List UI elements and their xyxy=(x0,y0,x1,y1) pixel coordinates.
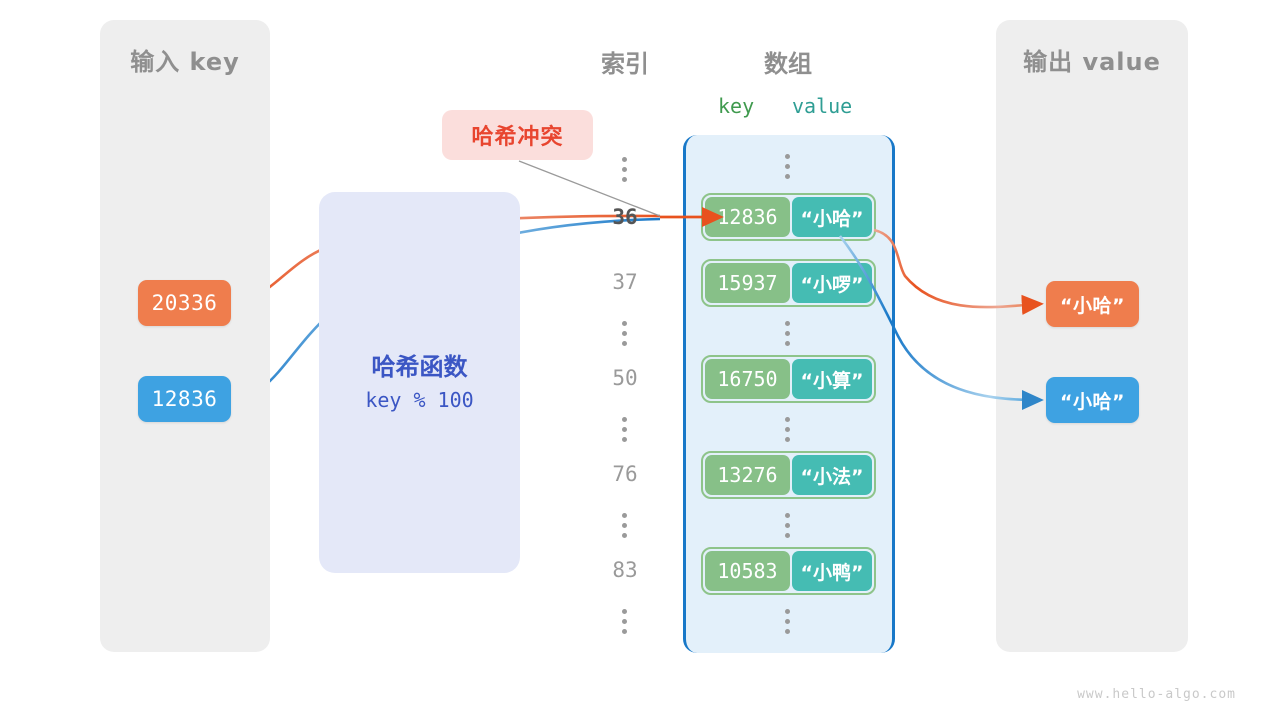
array-ellipsis-4 xyxy=(785,513,790,538)
input-key-chip-12836[interactable]: 12836 xyxy=(138,376,231,422)
watermark: www.hello-algo.com xyxy=(1077,687,1236,702)
bucket-key: 15937 xyxy=(705,263,790,303)
bucket-value: “小鸭” xyxy=(791,551,872,591)
index-label-83: 83 xyxy=(612,558,638,582)
bucket-key: 10583 xyxy=(705,551,790,591)
hash-collision-callout: 哈希冲突 xyxy=(442,110,593,160)
bucket-key: 13276 xyxy=(705,455,790,495)
output-panel-title: 输出 value xyxy=(1023,48,1161,76)
value-sub-heading: value xyxy=(792,94,853,118)
output-value-chip-blue[interactable]: “小哈” xyxy=(1046,377,1139,423)
index-label-76: 76 xyxy=(612,462,638,486)
array-ellipsis-3 xyxy=(785,417,790,442)
input-key-chip-20336[interactable]: 20336 xyxy=(138,280,231,326)
index-ellipsis-3 xyxy=(622,417,627,442)
key-sub-heading: key xyxy=(718,94,755,118)
array-column-heading: 数组 xyxy=(764,50,812,78)
array-ellipsis-top xyxy=(785,154,790,179)
bucket-row[interactable]: 10583 “小鸭” xyxy=(701,547,876,595)
bucket-row[interactable]: 13276 “小法” xyxy=(701,451,876,499)
index-column-heading: 索引 xyxy=(601,50,649,78)
output-value-chip-orange[interactable]: “小哈” xyxy=(1046,281,1139,327)
bucket-key: 16750 xyxy=(705,359,790,399)
bucket-value: “小哈” xyxy=(791,197,872,237)
index-ellipsis-4 xyxy=(622,513,627,538)
input-panel-title: 输入 key xyxy=(130,48,240,76)
array-ellipsis-bottom xyxy=(785,609,790,634)
index-ellipsis-bottom xyxy=(622,609,627,634)
bucket-value: “小法” xyxy=(791,455,872,495)
array-ellipsis-2 xyxy=(785,321,790,346)
